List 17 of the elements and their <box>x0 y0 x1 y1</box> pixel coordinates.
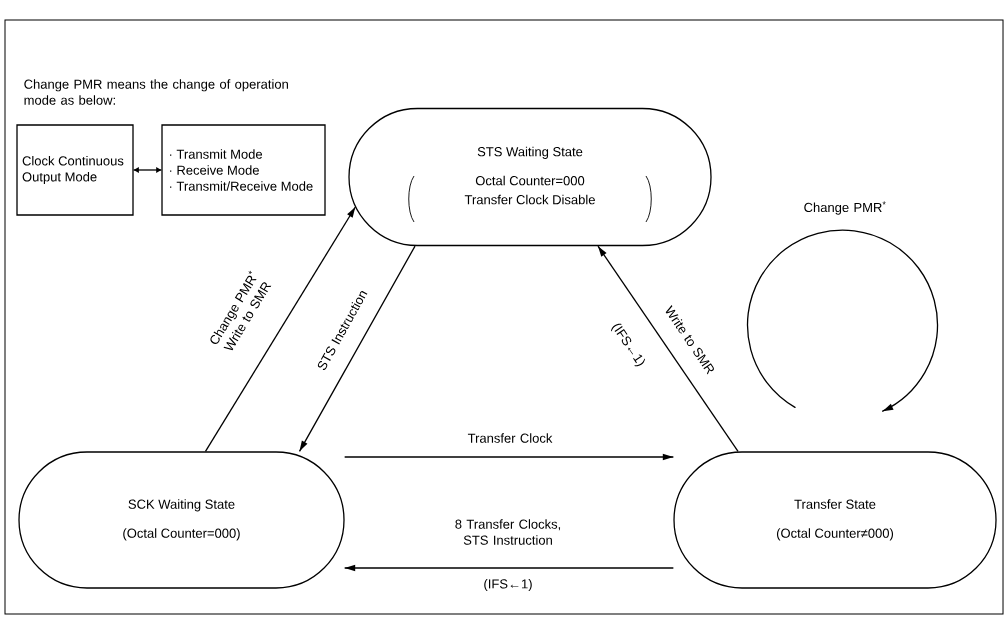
arrow <box>204 206 356 452</box>
arrow <box>298 245 416 452</box>
mode-box: Clock Continuous Output Mode <box>16 124 134 216</box>
arrow <box>344 564 674 572</box>
edge-label: Transfer Clock <box>467 433 553 443</box>
edge-label: 8 Transfer Clocks, STS Instruction <box>455 519 561 545</box>
arrow <box>344 453 674 461</box>
state-box: SCK Waiting State (Octal Counter=000) <box>18 451 345 589</box>
note-text: Change PMR means the change of operation mode as below: <box>24 79 288 105</box>
edge-label: Change PMR$^{*}$ <box>804 201 886 215</box>
state-box: STS Waiting State Octal Counter=000 Transfer Clock Disable <box>348 107 712 247</box>
state-box: Transfer State (Octal Counter≠000) <box>673 451 997 589</box>
arrow <box>746 229 939 412</box>
mode-box: · Transmit Mode · Receive Mode · Transmit/Receive Mode <box>161 124 326 216</box>
arrow <box>597 245 739 452</box>
note-text: (IFS←1) <box>484 578 532 592</box>
arrow <box>133 167 162 173</box>
